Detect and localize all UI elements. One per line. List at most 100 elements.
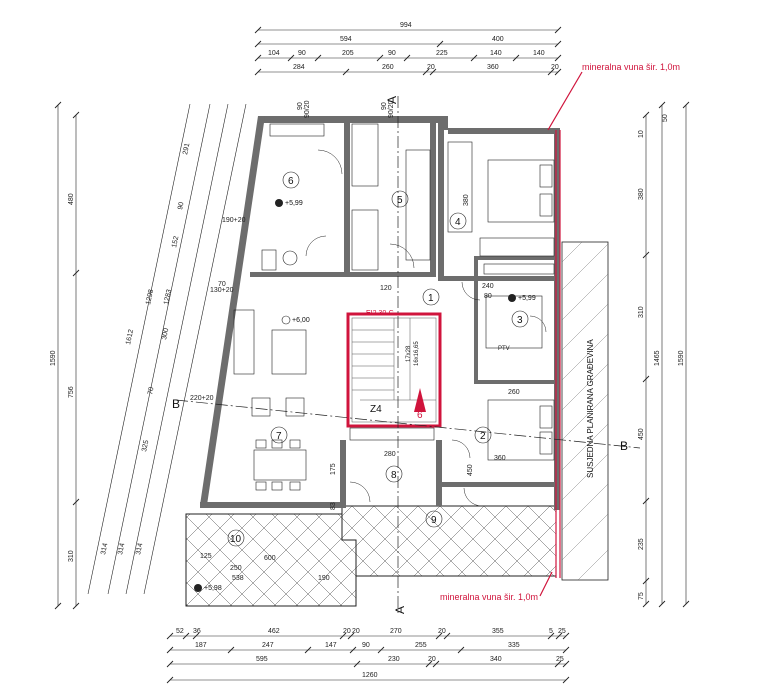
bottom-dim-g: 20 (438, 628, 446, 635)
room-4-label: 4 (455, 217, 461, 228)
left-diag-152: 152 (171, 235, 180, 248)
bottom-dim-h: 355 (492, 628, 504, 635)
dim-90-a: 90 (297, 102, 304, 110)
bottom-dim-e: 20 (352, 628, 360, 635)
right-dim-1465: 1465 (654, 350, 661, 366)
left-diag-1612: 1612 (125, 329, 135, 346)
room-8-label: 8 (391, 470, 397, 481)
room-7-label: 7 (276, 431, 282, 442)
bottom-dim-a: 52 (176, 628, 184, 635)
bottom-dimensions (166, 632, 570, 684)
left-diag-300: 300 (161, 327, 170, 340)
top-dimensions (254, 26, 562, 76)
dim-538: 538 (232, 575, 244, 582)
top-dim-j: 20 (427, 64, 435, 71)
room-2-label: 2 (480, 431, 486, 442)
top-dim-g: 140 (533, 50, 545, 57)
top-dim-f: 140 (490, 50, 502, 57)
dim-280: 280 (384, 451, 396, 458)
bottom-dim-n: 90 (362, 642, 370, 649)
left-diag-291: 291 (182, 142, 191, 155)
top-dim-left: 594 (340, 36, 352, 43)
insulation-bottom-label: mineralna vuna šir. 1,0m (440, 592, 538, 602)
left-diag-325: 325 (141, 439, 150, 452)
dim-9020-a: 90/20 (304, 100, 311, 118)
level-room6: +5,99 (285, 200, 303, 207)
dim-250: 250 (230, 565, 242, 572)
bottom-dim-i: 5 (549, 628, 553, 635)
dim-90-b: 90 (381, 102, 388, 110)
dim-80: 80 (484, 293, 492, 300)
room-1-label: 1 (428, 293, 434, 304)
section-markers (175, 96, 641, 614)
dim-190: 190+20 (222, 217, 246, 224)
room-9-label: 9 (431, 515, 437, 526)
dim-240: 240 (482, 283, 494, 290)
bottom-dim-total: 1260 (362, 672, 378, 679)
bottom-dim-p: 335 (508, 642, 520, 649)
dim-83: 83 (330, 502, 337, 510)
right-dim-total: 1590 (678, 350, 685, 366)
room-labels (227, 171, 529, 547)
left-diag-314a: 314 (100, 542, 109, 555)
level-terrace: +5,98 (204, 585, 222, 592)
room-6-label: 6 (288, 176, 294, 187)
dim-9020-b: 90/20 (388, 100, 395, 118)
section-b-left: B (172, 397, 180, 411)
left-dim-total: 1590 (50, 350, 57, 366)
terrace-hatch (185, 505, 557, 607)
left-diag-1283: 1283 (163, 289, 173, 306)
right-dim-450: 450 (638, 428, 645, 440)
right-dim-10: 10 (638, 130, 645, 138)
stair-6-label: 6 (417, 410, 423, 421)
door-swings (305, 149, 547, 507)
left-dim-310: 310 (68, 550, 75, 562)
bottom-dim-f: 270 (390, 628, 402, 635)
dim-600: 600 (264, 555, 276, 562)
top-dim-c: 205 (342, 50, 354, 57)
fixtures (233, 123, 555, 491)
left-dimensions (54, 101, 247, 610)
top-dim-l: 20 (551, 64, 559, 71)
neighbor-label: SUSJEDNA PLANIRANA GRAĐEVINA (586, 339, 595, 478)
right-dim-75: 75 (638, 592, 645, 600)
right-dim-235: 235 (638, 538, 645, 550)
stair-core (346, 312, 442, 428)
dim-190b: 190 (318, 575, 330, 582)
dim-380: 380 (463, 194, 470, 206)
right-dim-310: 310 (638, 306, 645, 318)
neighbor-building (561, 241, 609, 581)
top-dim-h: 284 (293, 64, 305, 71)
dim-130: 130+20 (210, 287, 234, 294)
bottom-dim-r: 230 (388, 656, 400, 663)
ei-label: EI2 30-C (366, 310, 394, 317)
top-dim-a: 104 (268, 50, 280, 57)
bottom-dim-l: 247 (262, 642, 274, 649)
bottom-dim-s: 20 (428, 656, 436, 663)
top-dim-e: 225 (436, 50, 448, 57)
bottom-dim-u: 25 (556, 656, 564, 663)
level-living: +6,00 (292, 317, 310, 324)
ptv-label: PTV (498, 346, 510, 352)
right-dimensions (642, 101, 690, 608)
room-5-label: 5 (397, 195, 403, 206)
left-diag-314b: 314 (117, 542, 126, 555)
section-a-top: A (385, 96, 399, 104)
top-dim-k: 360 (487, 64, 499, 71)
bottom-dim-t: 340 (490, 656, 502, 663)
bottom-dim-m: 147 (325, 642, 337, 649)
left-diag-70: 70 (147, 386, 155, 395)
level-markers (194, 199, 516, 592)
top-dim-i: 260 (382, 64, 394, 71)
level-room3: +5,99 (518, 295, 536, 302)
dim-120: 120 (380, 285, 392, 292)
insulation-top-label: mineralna vuna šir. 1,0m (582, 62, 680, 72)
top-dim-b: 90 (298, 50, 306, 57)
bottom-dim-k: 187 (195, 642, 207, 649)
section-b-right: B (620, 439, 628, 453)
insulation-line (539, 71, 583, 597)
top-dim-total: 994 (400, 22, 412, 29)
top-dim-d: 90 (388, 50, 396, 57)
dim-70: 70 (218, 281, 226, 288)
